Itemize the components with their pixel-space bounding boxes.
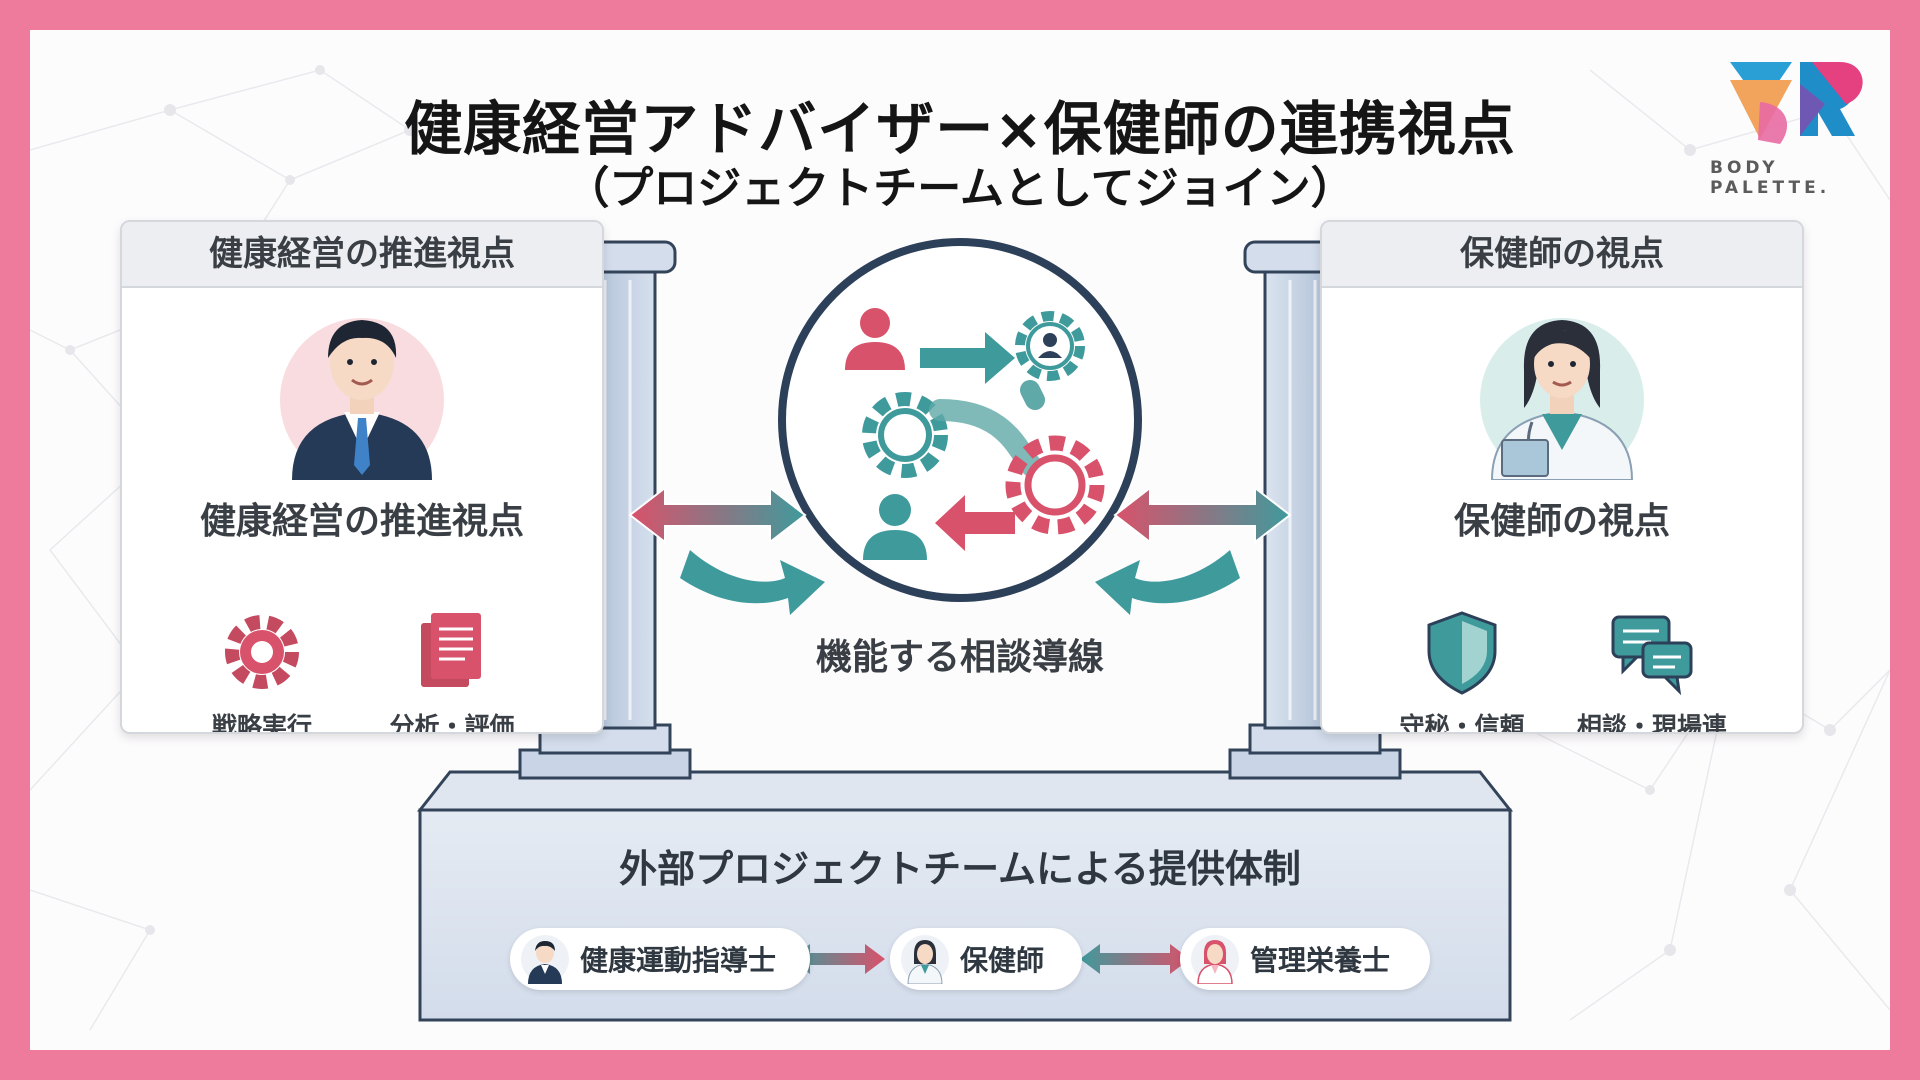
member-chip-dietitian: 管理栄養士 bbox=[1180, 928, 1430, 990]
member-trainer-label: 健康運動指導士 bbox=[580, 944, 777, 977]
feature-strategy: 戦略実行 bbox=[182, 607, 342, 734]
center-label: 機能する相談導線 bbox=[815, 637, 1104, 678]
chat-bubbles-icon bbox=[1611, 615, 1693, 696]
consultation-flow-icon bbox=[778, 238, 1142, 602]
left-exchange-arrows bbox=[628, 485, 825, 615]
member-chip-trainer: 健康運動指導士 bbox=[510, 928, 810, 990]
left-panel-promotion-perspective: 健康経営の推進視点 健康経営の推進視点 戦略実行 bbox=[120, 220, 604, 734]
businessman-icon bbox=[280, 318, 444, 480]
right-exchange-arrows bbox=[1095, 485, 1292, 615]
slide-frame: 健康経営アドバイザー×保健師の連携視点 （プロジェクトチームとしてジョイン） B… bbox=[30, 30, 1890, 1050]
left-panel-label: 健康経営の推進視点 bbox=[199, 501, 524, 542]
right-panel-label: 保健師の視点 bbox=[1453, 501, 1670, 542]
dietitian-avatar-icon bbox=[1191, 935, 1239, 984]
member-link-arrow-2 bbox=[1080, 944, 1190, 974]
shield-icon bbox=[1427, 611, 1497, 695]
feature-analysis-label: 分析・評価 bbox=[389, 712, 515, 734]
left-panel-heading: 健康経営の推進視点 bbox=[122, 222, 602, 288]
member-dietitian-label: 管理栄養士 bbox=[1250, 944, 1391, 977]
feature-consultation: 相談・現場連携 bbox=[1572, 607, 1732, 734]
right-panel-nurse-perspective: 保健師の視点 保健師の視点 守秘・信頼 bbox=[1320, 220, 1804, 734]
right-panel-heading: 保健師の視点 bbox=[1322, 222, 1802, 288]
nurse-icon bbox=[1480, 318, 1644, 480]
page-title: 健康経営アドバイザー×保健師の連携視点 bbox=[404, 95, 1516, 163]
member-link-arrow-1 bbox=[790, 944, 885, 974]
feature-analysis: 分析・評価 bbox=[372, 607, 532, 734]
nurse-avatar-icon bbox=[901, 935, 949, 984]
gear-icon bbox=[225, 615, 299, 689]
logo-text: BODY PALETTE. bbox=[1710, 158, 1831, 198]
feature-consultation-label: 相談・現場連携 bbox=[1576, 712, 1727, 734]
trainer-avatar-icon bbox=[521, 935, 569, 984]
page-subtitle: （プロジェクトチームとしてジョイン） bbox=[565, 163, 1355, 214]
base-title: 外部プロジェクトチームによる提供体制 bbox=[619, 847, 1301, 891]
feature-confidentiality: 守秘・信頼 bbox=[1382, 607, 1542, 734]
feature-confidentiality-label: 守秘・信頼 bbox=[1399, 712, 1525, 734]
feature-strategy-label: 戦略実行 bbox=[211, 712, 312, 734]
member-chip-nurse: 保健師 bbox=[890, 928, 1082, 990]
body-palette-logo-icon bbox=[1730, 62, 1863, 144]
member-nurse-label: 保健師 bbox=[960, 944, 1045, 977]
document-icon bbox=[421, 613, 481, 687]
